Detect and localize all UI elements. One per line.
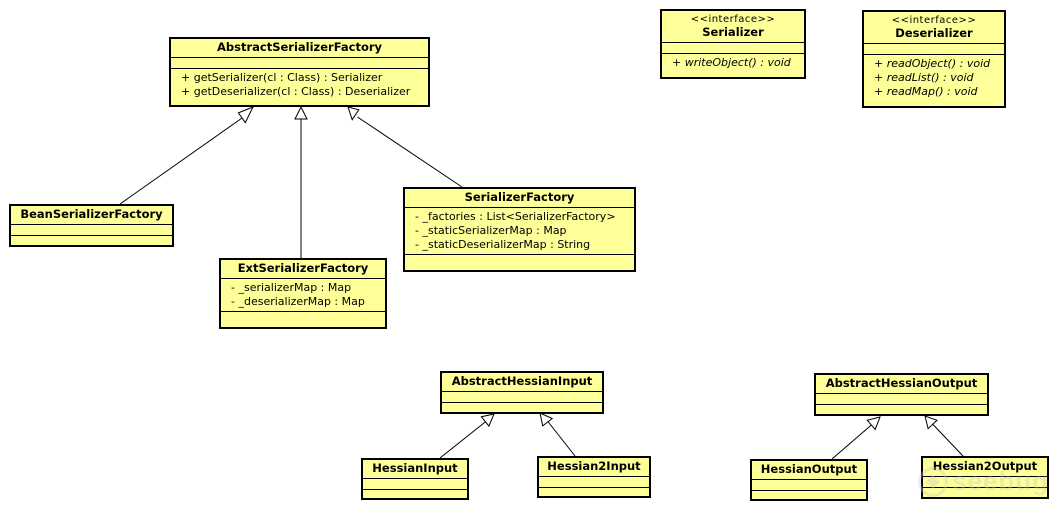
class-name: HessianOutput [760, 462, 858, 476]
attributes-compartment [923, 477, 1047, 488]
class-name: Hessian2Output [932, 459, 1038, 473]
operations-compartment [816, 405, 987, 415]
operations-compartment: + readObject() : void + readList() : voi… [864, 55, 1004, 106]
operations-compartment [11, 236, 172, 246]
attributes-compartment [171, 58, 428, 69]
attributes-compartment [864, 44, 1004, 55]
edge-hessian-input-to-abstract [439, 420, 487, 459]
operations-compartment [221, 312, 385, 327]
class-name: ExtSerializerFactory [237, 261, 369, 275]
attributes-compartment: - _factories : List<SerializerFactory> -… [405, 208, 634, 255]
attributes-compartment [539, 477, 649, 488]
operation: + readMap() : void [874, 85, 978, 98]
class-hessian2-output[interactable]: Hessian2Output [921, 456, 1049, 499]
class-name: AbstractHessianOutput [825, 376, 978, 390]
stereotype-label: <<interface>> [690, 14, 776, 25]
class-name: Hessian2Input [547, 459, 641, 473]
attribute: - _staticSerializerMap : Map [415, 224, 567, 237]
edge-hessian2-input-to-abstract [547, 420, 576, 457]
operation: + readList() : void [874, 71, 974, 84]
generalization-arrowhead-icon [294, 105, 308, 120]
class-bean-serializer-factory[interactable]: BeanSerializerFactory [9, 204, 174, 247]
stereotype-label: <<interface>> [891, 15, 977, 26]
attributes-compartment: - _serializerMap : Map - _deserializerMa… [221, 279, 385, 312]
operations-compartment [539, 488, 649, 498]
class-ext-serializer-factory[interactable]: ExtSerializerFactory - _serializerMap : … [219, 258, 387, 329]
edge-hessian-output-to-abstract [831, 423, 873, 460]
operations-compartment [405, 255, 634, 270]
attributes-compartment [442, 392, 602, 403]
generalization-arrowhead-icon [237, 106, 255, 124]
generalization-arrowhead-icon [539, 412, 554, 427]
attribute: - _factories : List<SerializerFactory> [415, 210, 616, 223]
class-name: Serializer [702, 25, 764, 39]
operations-compartment [923, 488, 1047, 498]
attribute: - _staticDeserializerMap : String [415, 238, 591, 251]
class-abstract-serializer-factory[interactable]: AbstractSerializerFactory + getSerialize… [169, 37, 430, 107]
operations-compartment: + getSerializer(cl : Class) : Serializer… [171, 69, 428, 105]
generalization-arrowhead-icon [480, 413, 495, 428]
attributes-compartment [11, 225, 172, 236]
class-name: SerializerFactory [464, 190, 575, 204]
attribute: - _deserializerMap : Map [231, 295, 365, 308]
attributes-compartment [363, 479, 467, 490]
operations-compartment [442, 403, 602, 413]
interface-deserializer[interactable]: <<interface>> Deserializer + readObject(… [862, 10, 1006, 108]
edge-hessian2-output-to-abstract [932, 423, 964, 457]
attributes-compartment [752, 480, 866, 491]
class-hessian-input[interactable]: HessianInput [361, 458, 469, 500]
class-name: BeanSerializerFactory [20, 207, 163, 221]
attribute: - _serializerMap : Map [231, 281, 352, 294]
operation: + getDeserializer(cl : Class) : Deserial… [181, 85, 411, 98]
interface-serializer[interactable]: <<interface>> Serializer + writeObject()… [660, 9, 806, 79]
edge-serializer-factory-to-abstract-serializer-factory [357, 116, 463, 188]
generalization-arrowhead-icon [347, 106, 360, 121]
class-name: AbstractHessianInput [451, 374, 593, 388]
attributes-compartment [662, 43, 804, 54]
operation: + writeObject() : void [672, 56, 791, 69]
generalization-arrowhead-icon [924, 415, 938, 430]
class-hessian-output[interactable]: HessianOutput [750, 459, 868, 501]
class-hessian2-input[interactable]: Hessian2Input [537, 456, 651, 498]
operation: + getSerializer(cl : Class) : Serializer [181, 71, 383, 84]
class-name: HessianInput [372, 461, 458, 475]
class-name: Deserializer [895, 26, 973, 40]
class-name: AbstractSerializerFactory [216, 40, 383, 54]
operation: + readObject() : void [874, 57, 991, 70]
class-abstract-hessian-input[interactable]: AbstractHessianInput [440, 371, 604, 414]
class-abstract-hessian-output[interactable]: AbstractHessianOutput [814, 373, 989, 416]
edge-bean-to-abstract-serializer-factory [119, 116, 244, 205]
operations-compartment [752, 491, 866, 501]
class-serializer-factory[interactable]: SerializerFactory - _factories : List<Se… [403, 187, 636, 272]
attributes-compartment [816, 394, 987, 405]
generalization-arrowhead-icon [866, 416, 881, 431]
operations-compartment [363, 490, 467, 500]
operations-compartment: + writeObject() : void [662, 54, 804, 77]
